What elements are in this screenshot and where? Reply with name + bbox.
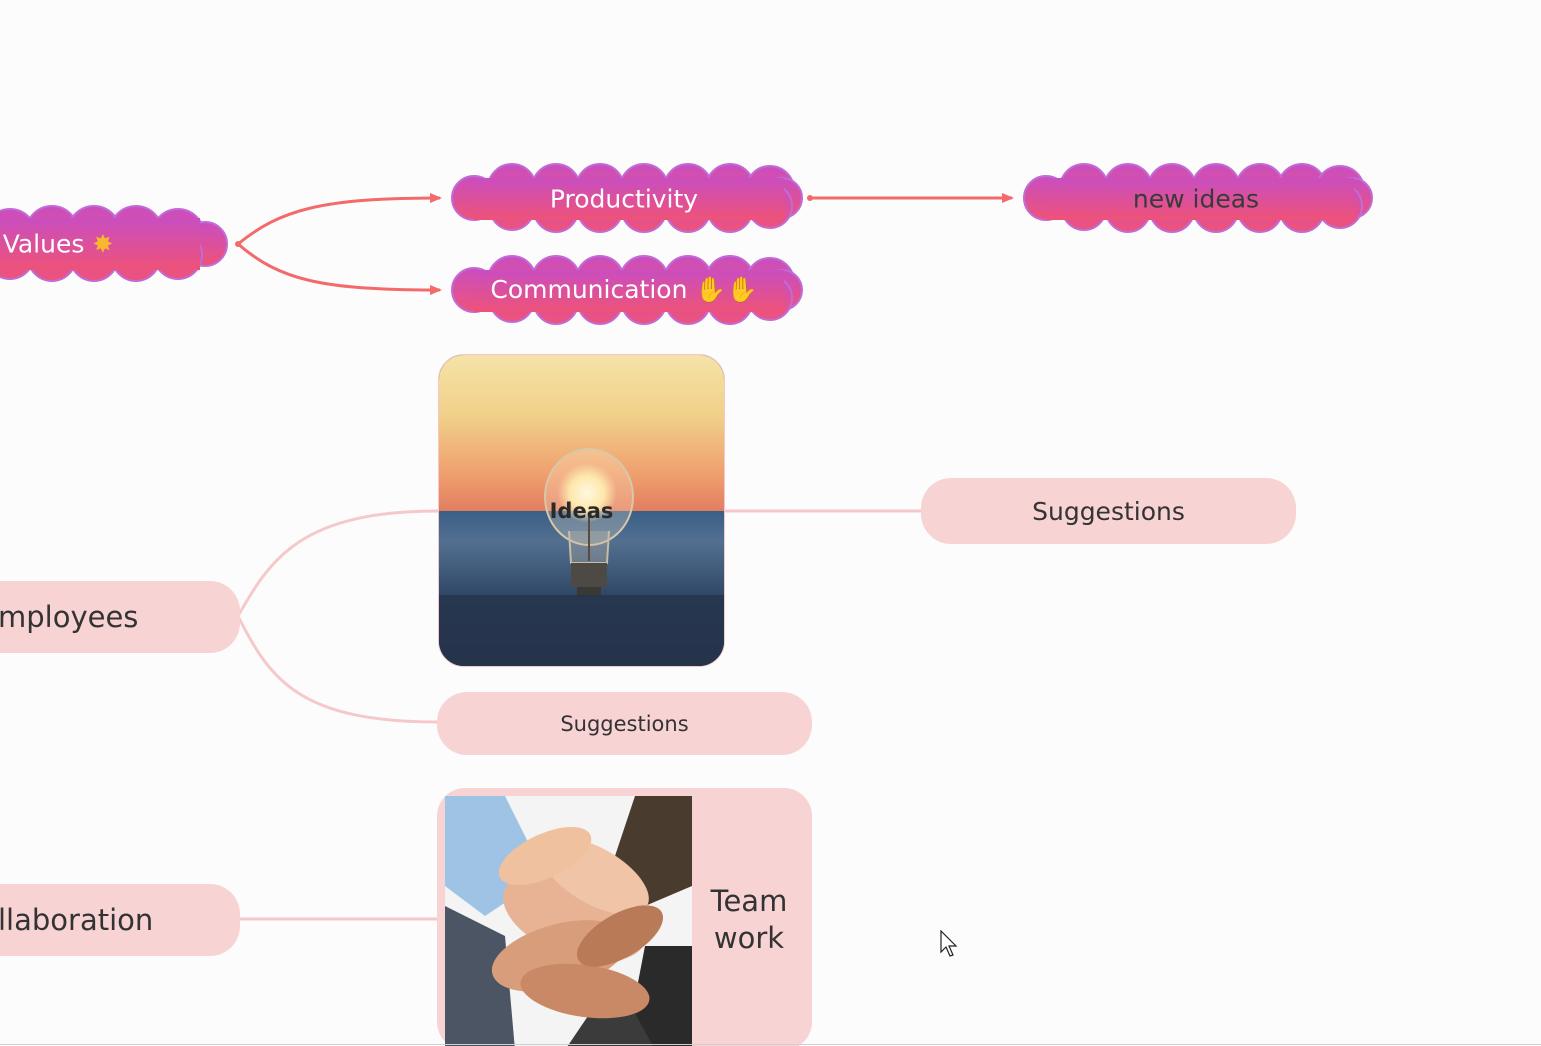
communication-node[interactable]: Communication ✋✋ — [490, 275, 757, 305]
link-values-communication — [237, 242, 442, 295]
employees-node[interactable]: mployees — [0, 581, 240, 653]
link-origin-dot — [235, 241, 241, 247]
stacked-hands-photo — [445, 796, 692, 1046]
collaboration-node[interactable]: llaboration — [0, 884, 240, 956]
teamwork-label-line1: Team — [710, 884, 788, 918]
values-label: Values — [2, 229, 85, 259]
communication-label: Communication — [490, 275, 688, 304]
values-node[interactable]: Values ✸ — [3, 230, 114, 259]
link-employees-ideas — [236, 509, 439, 617]
teamwork-node[interactable]: Team work — [437, 788, 812, 1046]
cloud-values[interactable] — [0, 205, 228, 282]
lightbulb-photo — [439, 448, 724, 666]
ideas-image-node[interactable]: Ideas — [438, 354, 725, 667]
teamwork-label: Team work — [699, 883, 799, 957]
link-values-productivity — [237, 193, 442, 246]
teamwork-label-line2: work — [713, 921, 785, 955]
link-employees-suggestions — [236, 615, 439, 724]
suggestions-below-node[interactable]: Suggestions — [437, 692, 812, 755]
sparkle-icon: ✸ — [92, 229, 114, 259]
mouse-cursor-icon — [940, 930, 958, 957]
suggestions-right-node[interactable]: Suggestions — [921, 478, 1296, 544]
cloud-new-ideas[interactable] — [1023, 163, 1373, 233]
cloud-productivity[interactable] — [451, 163, 803, 233]
raised-hands-icon: ✋✋ — [695, 275, 758, 304]
canvas-bottom-border — [0, 1044, 1541, 1045]
ideas-label: Ideas — [549, 499, 614, 523]
cloud-communication[interactable] — [451, 255, 803, 325]
new-ideas-label[interactable]: new ideas — [1132, 184, 1260, 214]
link-origin-dot — [807, 195, 813, 201]
productivity-label[interactable]: Productivity — [549, 184, 699, 214]
